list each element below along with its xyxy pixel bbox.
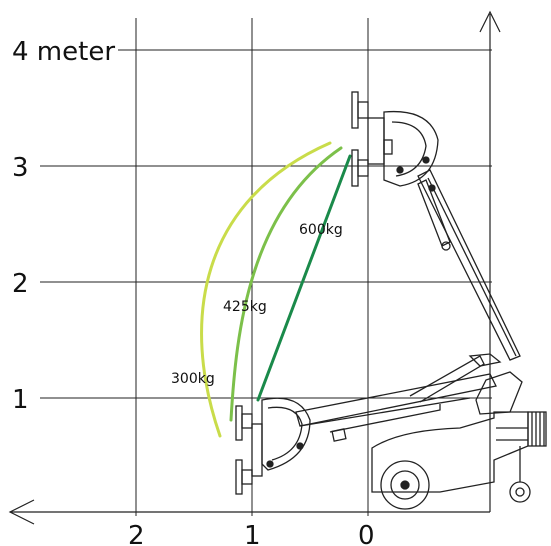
vacuum-lifter-head-icon [351, 91, 439, 192]
label-600kg: 600kg [299, 222, 343, 238]
machine-illustration [235, 91, 547, 510]
vacuum-lifter-head-icon [235, 397, 311, 495]
telescopic-boom-icon [295, 169, 521, 442]
x-axis-arrow-icon [8, 499, 35, 525]
label-300kg: 300kg [171, 371, 215, 387]
y-tick-2: 2 [12, 269, 29, 299]
curve-600kg [256, 154, 352, 402]
curve-300kg [200, 141, 332, 438]
x-tick-0: 0 [358, 521, 375, 546]
axes [8, 10, 501, 525]
load-curves [200, 141, 352, 438]
mini-crane-base-icon [371, 371, 547, 510]
x-tick-2: 2 [128, 521, 145, 546]
x-tick-1: 1 [244, 521, 261, 546]
label-425kg: 425kg [223, 299, 267, 315]
y-tick-1: 1 [12, 385, 29, 415]
y-tick-3: 3 [12, 153, 29, 183]
grid [40, 18, 492, 516]
y-tick-4: 4 meter [12, 37, 115, 67]
curve-425kg [229, 146, 343, 422]
y-axis-arrow-icon [479, 10, 501, 33]
